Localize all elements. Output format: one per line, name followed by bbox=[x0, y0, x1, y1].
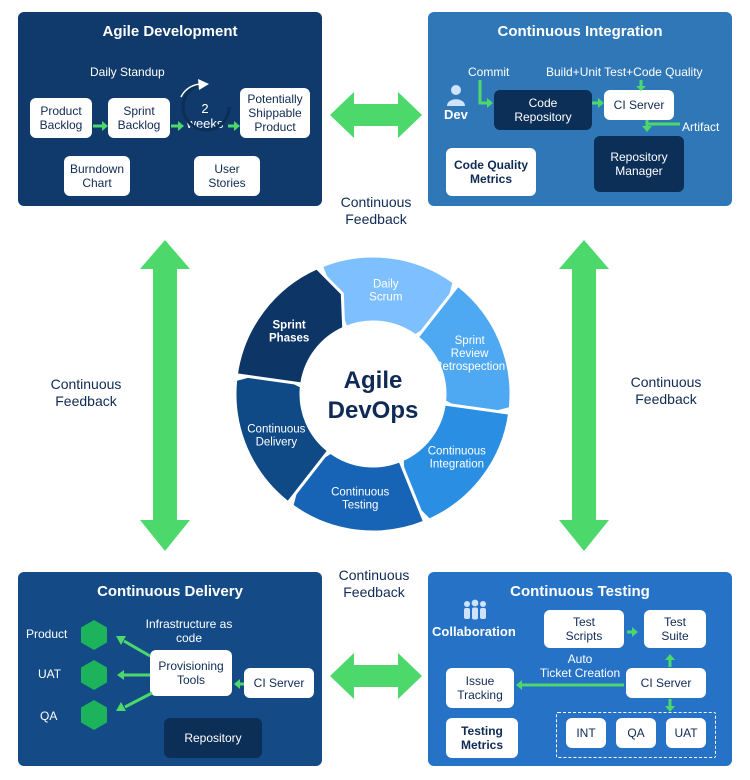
environment-group bbox=[556, 712, 716, 758]
arrow-commit-head bbox=[487, 98, 493, 108]
dev-label: Dev bbox=[444, 107, 468, 122]
ring-label-continuous-testing-0: Continuous bbox=[331, 487, 389, 499]
arrow-scripts-suite-head bbox=[632, 627, 638, 637]
arrow-prov-qa-head bbox=[116, 702, 126, 711]
top-double-arrow bbox=[330, 92, 422, 138]
uat-env-label: UAT bbox=[38, 667, 62, 681]
uat-env-box[interactable]: UAT bbox=[666, 718, 706, 748]
arrow-ci-issue-head bbox=[516, 680, 522, 690]
arrow-build-head bbox=[636, 86, 646, 91]
ring-label-continuous-integration-0: Continuous bbox=[428, 446, 486, 458]
ring-label-sprint-review-1: Review bbox=[451, 348, 489, 360]
left-double-arrow bbox=[140, 240, 190, 551]
build-label: Build+Unit Test+Code Quality bbox=[546, 65, 703, 79]
product-env-label: Product bbox=[26, 627, 68, 641]
agile-development-title: Agile Development bbox=[102, 23, 238, 40]
arrow-sprint-cycle-head bbox=[178, 121, 184, 131]
center-title-agile: Agile bbox=[344, 367, 403, 394]
sprint-cycle-loop-arrow bbox=[198, 79, 209, 90]
collaboration-label: Collaboration bbox=[432, 624, 516, 639]
continuous-integration-title: Continuous Integration bbox=[497, 23, 663, 40]
ring-label-sprint-phases-0: Sprint bbox=[273, 319, 306, 331]
arrow-ci-env-head bbox=[665, 706, 675, 712]
ring-label-continuous-testing-1: Testing bbox=[342, 500, 378, 512]
hexagon-product-icon bbox=[80, 619, 108, 656]
artifact-label: Artifact bbox=[682, 120, 720, 134]
ring-label-continuous-delivery-1: Delivery bbox=[256, 437, 298, 449]
ring-label-daily-scrum-1: Scrum bbox=[369, 291, 402, 303]
ring-label-sprint-review-2: Retrospection bbox=[434, 361, 505, 373]
collaboration-people-icon bbox=[462, 599, 488, 621]
hexagon-uat-icon bbox=[80, 659, 108, 696]
arrow-backlog-sprint-head bbox=[102, 121, 108, 131]
agile-devops-ring: DailyScrumSprintReviewRetrospectionConti… bbox=[233, 254, 513, 534]
daily-standup-label: Daily Standup bbox=[90, 65, 165, 79]
repository-box[interactable]: Repository bbox=[164, 718, 262, 758]
ct-ci-server-box[interactable]: CI Server bbox=[626, 668, 706, 698]
qa-env-label: QA bbox=[40, 709, 58, 723]
right-double-arrow bbox=[559, 240, 609, 551]
ring-label-continuous-delivery-0: Continuous bbox=[247, 424, 305, 436]
arrow-artifact-head bbox=[642, 126, 652, 132]
continuous-delivery-title: Continuous Delivery bbox=[97, 583, 243, 600]
hexagon-qa-icon bbox=[80, 699, 108, 736]
continuous-delivery-panel: Continuous Delivery Product UAT QA Infra… bbox=[18, 572, 322, 766]
arrow-prov-product bbox=[123, 639, 151, 658]
arrow-prov-product-head bbox=[116, 636, 126, 645]
arrow-cycle-product-head bbox=[234, 121, 240, 131]
bottom-double-arrow bbox=[330, 653, 422, 699]
sprint-cycle-loop-icon bbox=[181, 82, 231, 132]
ring-label-daily-scrum-0: Daily bbox=[373, 278, 399, 290]
arrow-ci-provisioning-head bbox=[234, 679, 240, 689]
arrow-repo-ci-head bbox=[598, 98, 604, 108]
arrow-commit bbox=[478, 80, 487, 105]
dev-person-icon bbox=[446, 84, 466, 108]
qa-env-box[interactable]: QA bbox=[616, 718, 656, 748]
int-env-box[interactable]: INT bbox=[566, 718, 606, 748]
arrow-ci-suite-head bbox=[665, 654, 675, 660]
continuous-testing-title: Continuous Testing bbox=[510, 583, 650, 600]
ring-label-sprint-review-0: Sprint bbox=[455, 335, 486, 347]
center-circle bbox=[301, 322, 445, 466]
commit-label: Commit bbox=[468, 65, 510, 79]
cd-ci-server-box[interactable]: CI Server bbox=[244, 668, 314, 698]
arrow-prov-uat-head bbox=[117, 670, 124, 680]
ring-label-continuous-integration-1: Integration bbox=[430, 459, 484, 471]
ci-server-box[interactable]: CI Server bbox=[604, 90, 674, 120]
arrow-prov-qa bbox=[124, 691, 153, 709]
ring-label-sprint-phases-1: Phases bbox=[269, 332, 309, 344]
continuous-integration-panel: Continuous Integration Commit Build+Unit… bbox=[428, 12, 732, 206]
center-title-devops: DevOps bbox=[328, 397, 419, 424]
